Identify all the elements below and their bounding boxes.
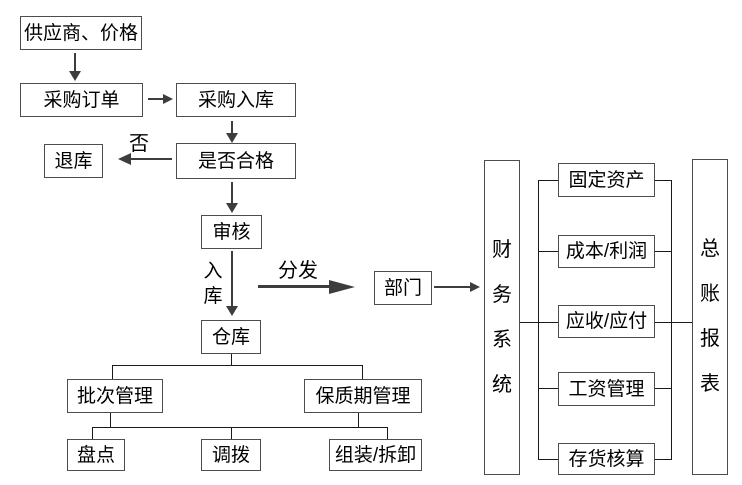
node-fixed-assets: 固定资产 [558,163,655,197]
connector-salary-ledger [655,388,671,389]
node-inventory-accounting: 存货核算 [558,443,655,475]
arrowhead-inbound-to-check [226,133,238,143]
arrowhead-distribute-to-department [329,280,355,294]
arrow-check-to-audit [231,182,233,204]
connector-to-assembly [387,427,388,439]
node-supplier-price: 供应商、价格 [20,16,142,50]
node-audit: 审核 [201,215,262,249]
edge-label-no: 否 [129,133,149,155]
connector-ledger-bracket [671,180,672,460]
connector-finance-fixed-assets [538,180,558,181]
connector-receivable-payable-ledger [655,322,692,323]
connector-finance-inventory [538,459,558,460]
node-finance-system: 财务系统 [484,160,520,475]
edge-label-distribute: 分发 [278,260,318,282]
node-purchase-inbound: 采购入库 [176,83,296,117]
connector-finance-cost-profit [538,251,558,252]
connector-inventory-ledger [655,459,671,460]
node-shelf-life-mgmt: 保质期管理 [304,379,422,413]
node-stocktake: 盘点 [67,439,125,471]
connector-cost-profit-ledger [655,251,671,252]
edge-label-inbound: 入库 [203,261,223,307]
connector-fixed-assets-ledger [655,180,671,181]
arrow-check-to-return [131,158,172,160]
connector-to-batch-mgmt [112,365,113,379]
connector-finance-bracket [538,180,539,460]
arrow-inbound-to-check [231,121,233,134]
connector-finance-receivable-payable [520,322,558,323]
arrowhead-supplier-to-order [69,71,81,81]
connector-to-stocktake [92,427,93,439]
arrowhead-order-to-inbound [163,94,173,104]
connector-finance-salary [538,388,558,389]
node-warehouse: 仓库 [201,320,261,354]
node-purchase-order: 采购订单 [20,83,143,117]
node-batch-mgmt: 批次管理 [67,379,163,413]
node-return-store: 退库 [44,144,103,178]
arrowhead-department-to-finance [470,282,480,292]
connector-warehouse-stub [231,354,232,365]
connector-warehouse-bar [112,365,363,366]
node-department: 部门 [374,271,432,305]
arrow-audit-to-warehouse [231,251,233,307]
connector-shelf-down [358,413,359,427]
arrowhead-audit-to-warehouse [226,306,238,316]
connector-to-transfer [231,427,232,439]
arrow-order-to-inbound [148,98,165,100]
arrow-distribute-to-department [258,285,330,288]
node-assembly-disassembly: 组装/拆卸 [329,439,422,471]
connector-lower-bar [92,427,388,428]
arrowhead-check-to-audit [226,203,238,213]
node-qualified-check: 是否合格 [176,143,296,179]
node-ledger-report: 总账报表 [692,159,728,475]
arrow-supplier-to-order [74,53,76,72]
node-receivable-payable: 应收/应付 [558,305,655,338]
node-cost-profit: 成本/利润 [558,235,655,268]
connector-to-shelf-life [362,365,363,379]
node-salary-mgmt: 工资管理 [558,372,655,406]
arrow-department-to-finance [434,286,470,288]
connector-batch-down [110,413,111,427]
arrowhead-check-to-return [118,153,131,165]
node-transfer: 调拨 [201,439,261,471]
